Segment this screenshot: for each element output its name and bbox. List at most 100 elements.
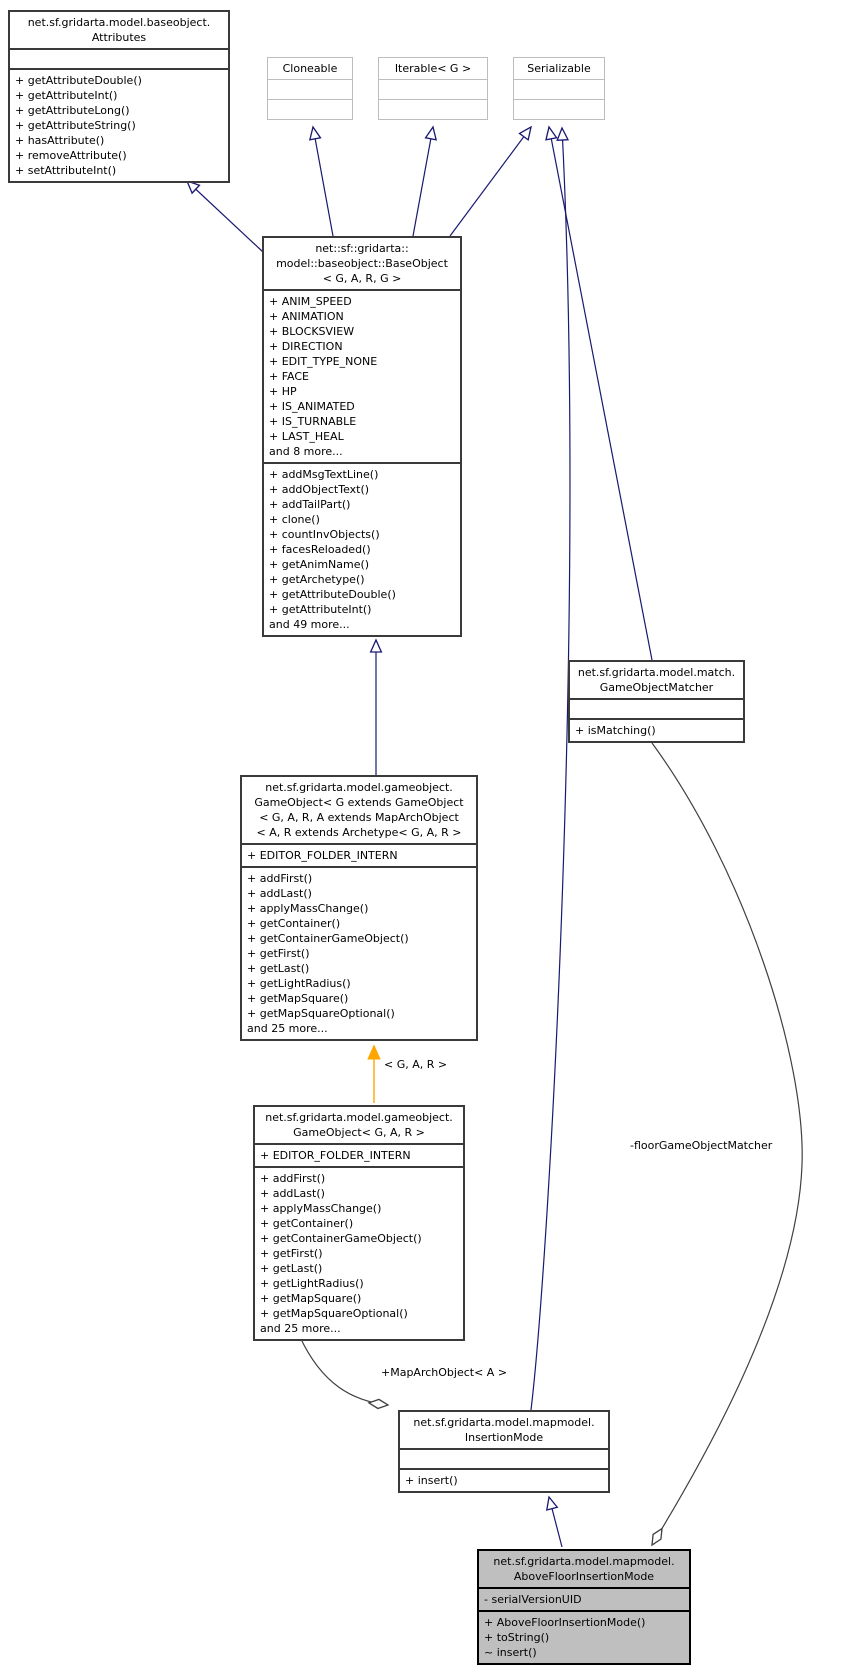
edge-label-floorgameobjectmatcher: -floorGameObjectMatcher [630, 1139, 773, 1152]
class-box-gameobject-gar[interactable]: net.sf.gridarta.model.gameobject.GameObj… [253, 1105, 465, 1341]
member-item: + getLast() [247, 962, 310, 975]
class-title: Iterable< G > [379, 58, 487, 79]
member-item: + applyMassChange() [247, 902, 369, 915]
class-fields [379, 79, 487, 99]
class-methods: + addMsgTextLine()+ addObjectText()+ add… [264, 462, 460, 635]
class-methods: + isMatching() [570, 718, 743, 741]
edge-label-template-args: < G, A, R > [384, 1058, 448, 1071]
member-item: + getContainerGameObject() [260, 1232, 422, 1245]
member-item: + FACE [269, 370, 309, 383]
class-methods [379, 99, 487, 119]
class-title: net.sf.gridarta.model.baseobject. Attribu… [10, 12, 228, 48]
member-item: + getAttributeInt() [269, 603, 372, 616]
edge-inheritance-abovefloorinsertionmode-to-insertionmode [545, 1495, 563, 1548]
edge-aggregation-gameobject-into-insertionmode [299, 1336, 388, 1405]
class-title-line: Cloneable [282, 62, 338, 75]
member-item: + getMapSquare() [260, 1292, 362, 1305]
edge-aggregation-gameobjectmatcher-into-abovefloorinsertionmode [652, 742, 803, 1545]
class-fields [400, 1448, 608, 1468]
member-item: + getContainer() [260, 1217, 354, 1230]
member-item: + setAttributeInt() [15, 164, 117, 177]
edge-inheritance-insertionmode-to-serializable [530, 126, 571, 1411]
member-item: + getFirst() [260, 1247, 323, 1260]
member-item: + getContainer() [247, 917, 341, 930]
class-box-insertionmode[interactable]: net.sf.gridarta.model.mapmodel. Insertion… [398, 1410, 610, 1493]
class-box-iterable[interactable]: Iterable< G > [378, 57, 488, 120]
edge-inheritance-baseobject-to-attributes [185, 179, 264, 253]
member-item: ~ insert() [484, 1646, 537, 1659]
class-title: Cloneable [268, 58, 352, 79]
class-title-line: GameObject< G, A, R > [293, 1126, 425, 1139]
member-item: + LAST_HEAL [269, 430, 344, 443]
class-fields [570, 698, 743, 718]
member-item: + DIRECTION [269, 340, 343, 353]
class-box-baseobject[interactable]: net::sf::gridarta::model::baseobject::Ba… [262, 236, 462, 637]
edge-inheritance-baseobject-to-serializable [449, 125, 532, 237]
class-methods: + getAttributeDouble()+ getAttributeInt(… [10, 68, 228, 181]
edge-inheritance-gameobjectmatcher-to-serializable [545, 125, 653, 661]
class-title: net.sf.gridarta.model.mapmodel.AboveFloo… [479, 1551, 689, 1587]
member-item: + ANIM_SPEED [269, 295, 352, 308]
class-fields [514, 79, 604, 99]
class-title-line: net.sf.gridarta.model.mapmodel. [413, 1416, 595, 1429]
class-fields [10, 48, 228, 68]
member-item: + toString() [484, 1631, 550, 1644]
class-title-line: < G, A, R, G > [322, 272, 402, 285]
member-item: + addLast() [260, 1187, 325, 1200]
class-methods: + insert() [400, 1468, 608, 1491]
class-methods: + addFirst() + addLast() + applyMassChange… [242, 866, 476, 1039]
member-item: + isMatching() [575, 724, 656, 737]
member-item: + addFirst() [247, 872, 313, 885]
member-item: + getAttributeDouble() [15, 74, 142, 87]
member-item: + EDITOR_FOLDER_INTERN [247, 849, 398, 862]
member-item: + getFirst() [247, 947, 310, 960]
class-title: Serializable [514, 58, 604, 79]
member-item: + facesReloaded() [269, 543, 371, 556]
member-item: + getMapSquare() [247, 992, 349, 1005]
class-title: net.sf.gridarta.model.gameobject.GameObj… [242, 777, 476, 843]
member-item: and 25 more... [247, 1022, 328, 1035]
class-title-line: GameObjectMatcher [599, 681, 714, 694]
member-item: + getLightRadius() [247, 977, 351, 990]
class-title-line: InsertionMode [464, 1431, 544, 1444]
class-title-line: GameObject< G extends GameObject [254, 796, 464, 809]
member-item: + addLast() [247, 887, 312, 900]
class-title: net.sf.gridarta.model.match.GameObjectMa… [570, 662, 743, 698]
class-box-attributes[interactable]: net.sf.gridarta.model.baseobject. Attribu… [8, 10, 230, 183]
member-item: + hasAttribute() [15, 134, 105, 147]
class-title-line: < G, A, R, A extends MapArchObject [259, 811, 459, 824]
class-box-serializable[interactable]: Serializable [513, 57, 605, 120]
edge-inheritance-baseobject-to-iterable [412, 125, 438, 237]
class-fields [268, 79, 352, 99]
member-item: + countInvObjects() [269, 528, 380, 541]
member-item: + addMsgTextLine() [269, 468, 379, 481]
class-title-line: Iterable< G > [394, 62, 472, 75]
class-title-line: net.sf.gridarta.model.baseobject. [27, 16, 211, 29]
member-item: + AboveFloorInsertionMode() [484, 1616, 646, 1629]
member-item: + getArchetype() [269, 573, 365, 586]
member-item: + ANIMATION [269, 310, 344, 323]
class-box-gameobject-generic[interactable]: net.sf.gridarta.model.gameobject.GameObj… [240, 775, 478, 1041]
class-methods: + addFirst()+ addLast()+ applyMassChange… [255, 1166, 463, 1339]
class-box-cloneable[interactable]: Cloneable [267, 57, 353, 120]
class-title-line: Serializable [527, 62, 591, 75]
member-item: + EDIT_TYPE_NONE [269, 355, 378, 368]
class-methods [268, 99, 352, 119]
member-item: + getLast() [260, 1262, 323, 1275]
class-box-gameobjectmatcher[interactable]: net.sf.gridarta.model.match.GameObjectMa… [568, 660, 745, 743]
class-methods: + AboveFloorInsertionMode() + toString() ~… [479, 1610, 689, 1663]
member-item: + getAttributeDouble() [269, 588, 396, 601]
edge-label-maparchobject: +MapArchObject< A > [381, 1366, 508, 1379]
member-item: and 25 more... [260, 1322, 341, 1335]
member-item: + IS_TURNABLE [269, 415, 357, 428]
member-item: + getMapSquareOptional() [260, 1307, 408, 1320]
class-fields: + EDITOR_FOLDER_INTERN [242, 843, 476, 866]
member-item: + getAttributeLong() [15, 104, 130, 117]
class-title-line: Attributes [91, 31, 147, 44]
class-box-abovefloorinsertionmode: net.sf.gridarta.model.mapmodel.AboveFloo… [477, 1549, 691, 1665]
class-title: net.sf.gridarta.model.mapmodel. Insertion… [400, 1412, 608, 1448]
member-item: - serialVersionUID [484, 1593, 582, 1606]
class-fields: + EDITOR_FOLDER_INTERN [255, 1143, 463, 1166]
class-title-line: model::baseobject::BaseObject [276, 257, 448, 270]
